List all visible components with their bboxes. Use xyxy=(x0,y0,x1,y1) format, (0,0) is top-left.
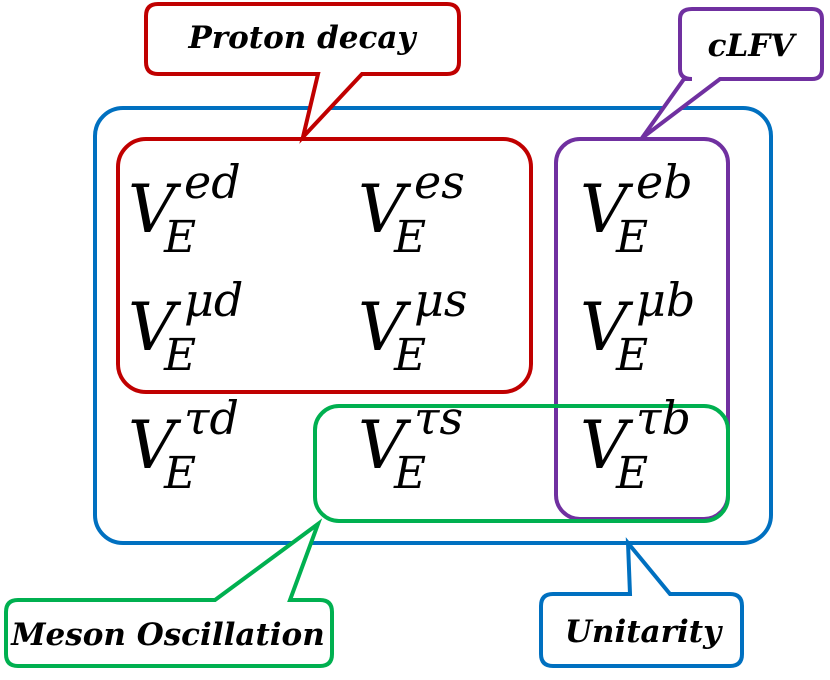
matrix-subscript: E xyxy=(393,330,426,381)
unitarity-group: Unitarity xyxy=(93,106,773,668)
unitarity-callout xyxy=(539,537,744,668)
unitarity-box xyxy=(93,106,773,545)
matrix-superscript: es xyxy=(414,155,465,209)
meson-oscillation-group: Meson Oscillation xyxy=(4,404,730,668)
matrix-superscript: μb xyxy=(636,273,695,327)
matrix-superscript: ed xyxy=(184,155,241,209)
matrix-base: V xyxy=(128,171,182,248)
matrix-subscript: E xyxy=(393,448,426,499)
matrix-base: V xyxy=(580,171,634,248)
matrix-subscript: E xyxy=(615,330,648,381)
matrix-subscript: E xyxy=(163,448,196,499)
proton-decay-label: Proton decay xyxy=(187,20,417,56)
matrix-base: V xyxy=(358,171,412,248)
meson-oscillation-label: Meson Oscillation xyxy=(10,617,325,653)
meson-oscillation-box xyxy=(313,404,730,523)
matrix-base: V xyxy=(580,289,634,366)
matrix-base: V xyxy=(358,407,412,484)
matrix-superscript: τb xyxy=(636,391,691,445)
matrix-base: V xyxy=(128,289,182,366)
matrix-base: V xyxy=(358,289,412,366)
matrix-subscript: E xyxy=(163,212,196,263)
proton-decay-callout xyxy=(144,2,461,144)
proton-decay-group: Proton decay xyxy=(116,2,533,394)
matrix-superscript: τd xyxy=(184,391,239,445)
matrix-base: V xyxy=(580,407,634,484)
unitarity-label: Unitarity xyxy=(565,614,723,650)
matrix-base: V xyxy=(128,407,182,484)
matrix-subscript: E xyxy=(393,212,426,263)
matrix-superscript: eb xyxy=(636,155,693,209)
matrix-subscript: E xyxy=(615,448,648,499)
clfv-callout xyxy=(640,7,824,140)
proton-decay-box xyxy=(116,137,533,394)
matrix-subscript: E xyxy=(615,212,648,263)
matrix-superscript: τs xyxy=(414,391,463,445)
meson-oscillation-callout xyxy=(4,518,334,668)
matrix-superscript: μs xyxy=(414,273,468,327)
clfv-label: cLFV xyxy=(708,28,798,64)
matrix-superscript: μd xyxy=(184,273,243,327)
matrix-subscript: E xyxy=(163,330,196,381)
